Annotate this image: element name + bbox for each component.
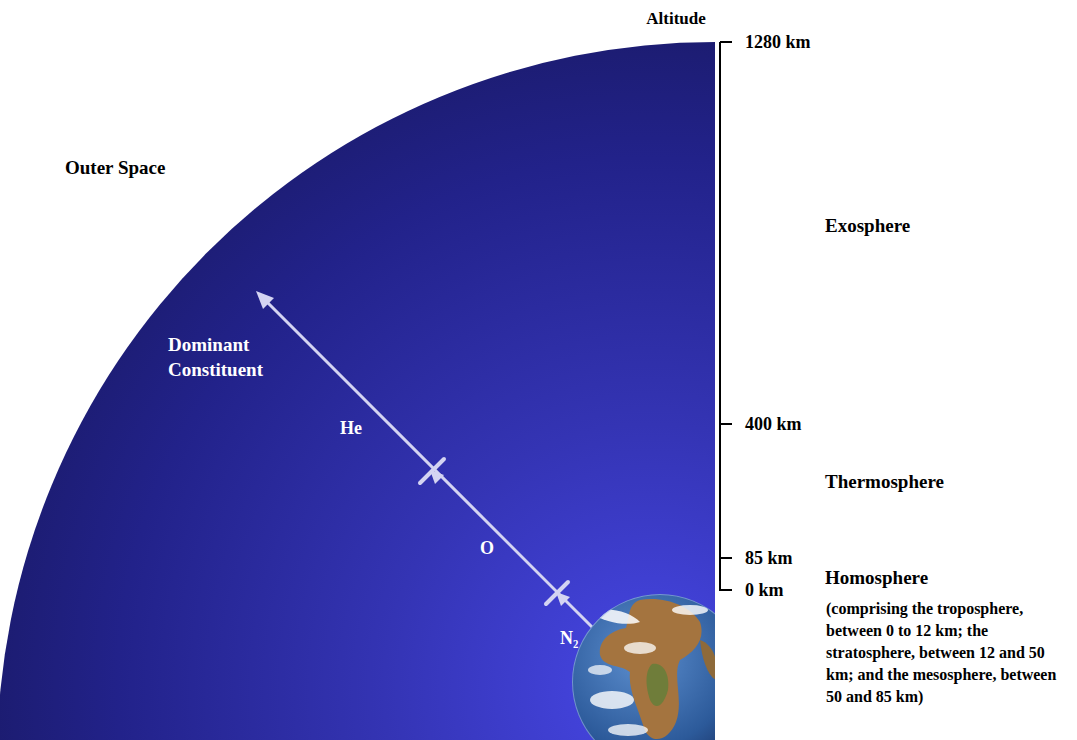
altitude-value: 85 km xyxy=(745,547,793,570)
altitude-axis xyxy=(720,42,732,591)
region-label: Outer Space xyxy=(65,155,165,180)
layer-name: Homosphere xyxy=(825,565,928,590)
layer-name: Exosphere xyxy=(825,213,910,238)
arrow-caption: Dominant Constituent xyxy=(168,332,298,382)
constituent-label: He xyxy=(340,417,362,440)
axis-title: Altitude xyxy=(646,8,706,30)
altitude-value: 1280 km xyxy=(745,31,811,54)
earth-globe xyxy=(572,594,715,740)
constituent-arrow xyxy=(256,291,612,647)
constituent-label: O xyxy=(480,537,494,560)
layer-note: (comprising the troposphere, between 0 t… xyxy=(826,598,1072,708)
constituent-label: N₂ xyxy=(560,627,578,650)
altitude-value: 0 km xyxy=(745,579,784,602)
layer-name: Thermosphere xyxy=(825,469,944,494)
altitude-value: 400 km xyxy=(745,413,802,436)
